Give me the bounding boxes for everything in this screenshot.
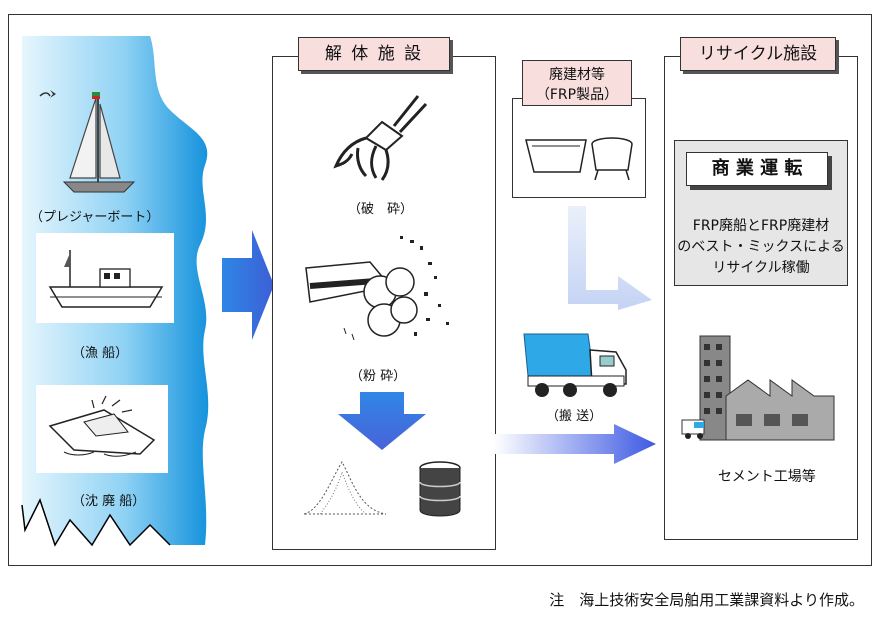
recycling-desc-line2: のベスト・ミックスによる <box>677 239 845 255</box>
transport-label: （搬 送） <box>546 409 603 424</box>
recycling-desc-line3: リサイクル稼働 <box>712 260 810 276</box>
waste-materials-subtitle: （FRP製品） <box>535 87 619 103</box>
crushing-label: （破 砕） <box>348 202 414 217</box>
diagram-frame <box>8 14 872 566</box>
cement-factory-icon <box>681 335 835 441</box>
source-footnote: 注 海上技術安全局舶用工業課資料より作成。 <box>549 591 864 609</box>
commercial-operation-label: 商 業 運 転 <box>686 152 828 186</box>
recycling-facility-header: リサイクル施設 <box>680 37 836 71</box>
recycling-facility-panel <box>664 56 858 540</box>
sunken-ship-label: （沈 廃 船） <box>72 494 146 509</box>
waste-materials-title: 廃建材等 <box>549 67 605 83</box>
grinding-label: （粉 砕） <box>350 369 407 384</box>
fishing-boat-label: （漁 船） <box>72 346 129 361</box>
down-arrow-dismantling <box>338 392 426 450</box>
drum-barrel-icon <box>419 461 461 517</box>
arrow-materials-to-recycling <box>568 206 652 310</box>
arrow-to-dismantling <box>222 230 274 340</box>
sunken-ship-icon <box>48 395 156 457</box>
pleasure-boat-label: （プレジャーボート） <box>30 210 160 225</box>
recycling-desc-line1: FRP廃船とFRP廃建材 <box>692 218 830 234</box>
sailboat-icon <box>39 90 136 193</box>
cement-factory-label: セメント工場等 <box>718 469 816 485</box>
arrow-transport-to-recycling <box>494 424 656 464</box>
truck-icon <box>523 333 627 397</box>
fishing-boat-icon <box>48 250 164 308</box>
dismantling-facility-header: 解 体 施 設 <box>298 37 450 71</box>
waste-materials-tag <box>522 60 632 106</box>
powder-pile-icon <box>303 460 387 515</box>
frp-bathtub-icon <box>525 137 633 181</box>
grinder-machine-icon <box>305 236 449 341</box>
crusher-claw-icon <box>333 95 428 181</box>
